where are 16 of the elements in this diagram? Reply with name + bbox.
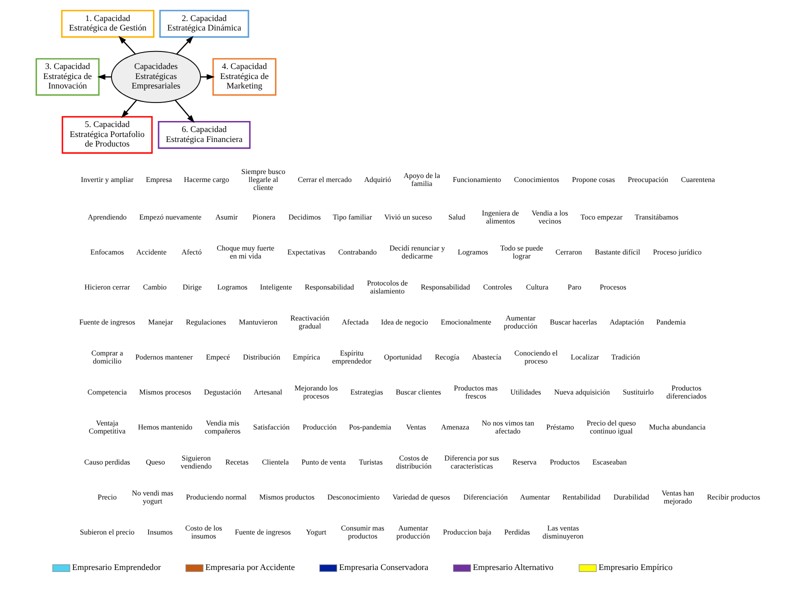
arrow xyxy=(174,100,194,123)
legend-label: Empresaria por Accidente xyxy=(204,562,294,572)
arrow xyxy=(118,36,136,55)
node-ellipse: Capacidades Estratégicas Empresariales xyxy=(110,50,200,103)
node-box: 2. Capacidad Estratégica Dinámica xyxy=(158,10,249,38)
legend-label: Empresario Emprendedor xyxy=(72,562,160,572)
node-box: 3. Capacidad Estratégica de Innovación xyxy=(35,58,100,96)
node-box: 5. Capacidad Estratégica Portafolio de Productos xyxy=(61,116,152,154)
node-box: 6. Capacidad Estratégica Financiera xyxy=(157,121,250,149)
legend-label: Empresaria Conservadora xyxy=(338,562,428,572)
node-box: 1. Capacidad Estratégica de Gestión xyxy=(60,10,154,38)
node-box: 4. Capacidad Estratégica de Marketing xyxy=(212,58,276,96)
legend-label: Empresario Alternativo xyxy=(472,562,553,572)
arrow xyxy=(176,36,193,55)
arrow xyxy=(120,100,136,118)
legend-label: Empresario Empírico xyxy=(598,562,672,572)
